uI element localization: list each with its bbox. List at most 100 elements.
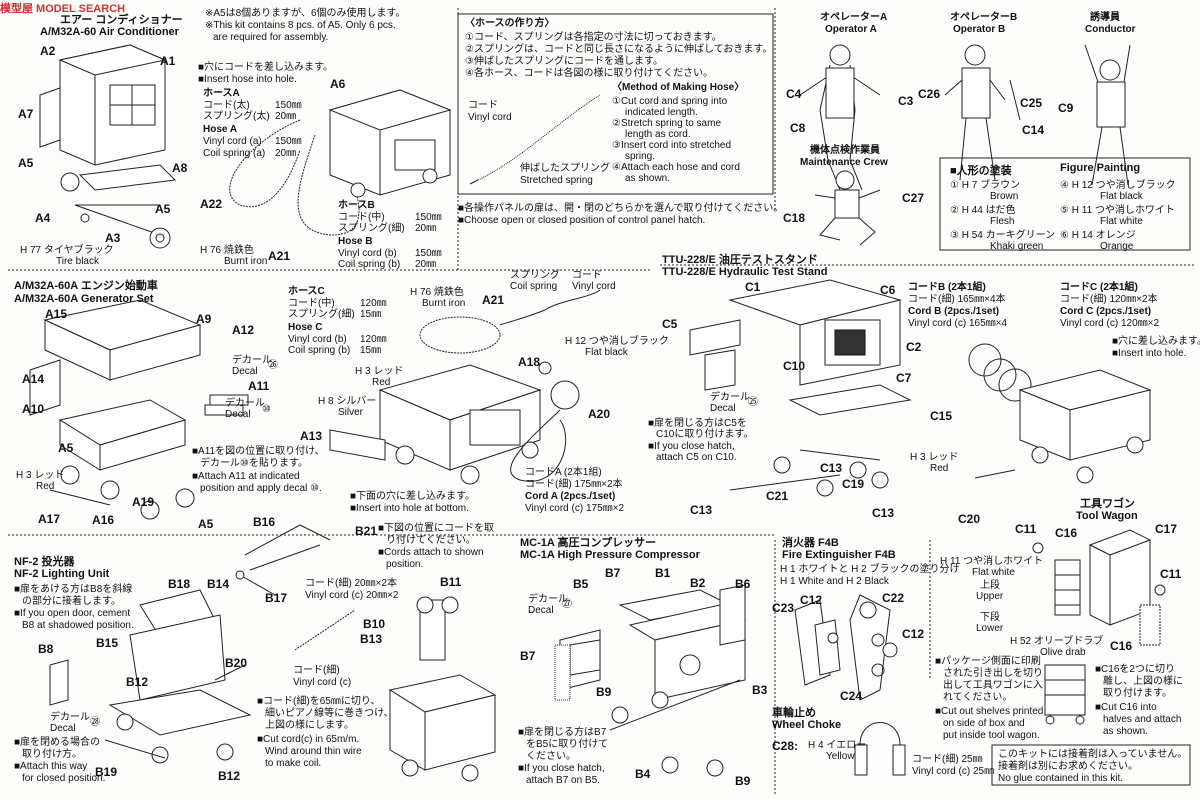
gen-cord-en: Vinyl cord [572, 281, 616, 292]
nf2-cut-jp2: 細いピアノ線等に巻きつけ、 [265, 708, 394, 719]
fire-paint: H 1 ホワイトと H 2 ブラックの塗り分け [780, 564, 960, 575]
mc1a-hatch-jp3: ください。 [526, 751, 576, 762]
part-b5: B5 [573, 577, 589, 591]
part-c15: C15 [930, 409, 953, 423]
hose-method-cord-en: Vinyl cord [468, 112, 512, 123]
wagon-lower-en: Lower [976, 623, 1004, 634]
hose-b-v2: 20㎜ [415, 223, 437, 234]
part-c13-b: C13 [690, 503, 713, 517]
operator-a-drawing [799, 44, 881, 191]
wagon-pkg-jp4: れてください。 [943, 692, 1013, 703]
hose-b-vinyl: Vinyl cord (b) [338, 248, 397, 259]
part-b3: B3 [752, 683, 768, 697]
hose-c-en: Hose C [288, 322, 323, 333]
cord-b-en2: Vinyl cord (c) 165㎜×4 [908, 318, 1008, 329]
hose-method-en-1: ①Cut cord and spring into [612, 96, 728, 107]
ttu-hatch-en2: attach C5 on C10. [656, 452, 737, 463]
gen-red-2: H 3 レッド [355, 366, 404, 377]
part-a13: A13 [300, 429, 323, 443]
conductor-en: Conductor [1085, 24, 1136, 35]
operator-a-jp: オペレーターA [820, 12, 888, 23]
decal-26: デカール [232, 355, 272, 366]
aircon-title: A/M32A-60 Air Conditioner [40, 26, 179, 38]
gen-spring-en: Coil spring [510, 281, 558, 292]
mc1a-decal: デカール [528, 594, 568, 605]
ttu-decal-en: Decal [710, 403, 736, 414]
part-c23: C23 [772, 601, 795, 615]
nf2-close-jp2: 取り付け方。 [22, 749, 82, 760]
part-c26: C26 [918, 87, 941, 101]
gen-red-en: Red [36, 481, 55, 492]
gen-bottom-jp: ■下面の穴に差し込みます。 [350, 491, 476, 502]
nf2-title-en: NF-2 Lighting Unit [14, 568, 110, 580]
header-note-jp: ※A5は8個ありますが、6個のみ使用します。 [205, 8, 406, 19]
gen-flat-en: Flat black [585, 347, 628, 358]
hose-b-v3: 150㎜ [415, 248, 442, 259]
paint-row-2-en: Flat black [1100, 191, 1143, 202]
aircon-insert-en: ■Insert hose into hole. [198, 74, 297, 85]
hose-c-v1: 120㎜ [360, 298, 387, 309]
hatch-note-en: ■Choose open or closed position of contr… [458, 215, 706, 226]
part-a10: A10 [22, 402, 45, 416]
part-a5-g1: A5 [58, 441, 74, 455]
hose-method-en-8: as shown. [625, 173, 671, 184]
nf2-decal-en: Decal [50, 723, 76, 734]
wagon-upper-jp: 上段 [980, 580, 1000, 591]
part-a9: A9 [196, 312, 212, 326]
nf2-cut-en1: ■Cut cord(c) in 65m/m. [257, 734, 360, 745]
painting-title-jp: ■人形の塗装 [950, 165, 1012, 177]
gen-red-2-en: Red [372, 377, 391, 388]
part-b15: B15 [96, 636, 119, 650]
footer-jp1: このキットには接着剤は入っていません。 [998, 749, 1188, 760]
part-c12-a: C12 [800, 593, 823, 607]
nf2-cut-en3: to make coil. [265, 758, 322, 769]
watermark: 模型屋 MODEL SEARCH [0, 3, 126, 15]
generator-drawing [29, 289, 601, 520]
maintenance-crew-drawing [814, 170, 881, 246]
hose-method-en-7: ④Attach each hose and cord [612, 162, 740, 173]
hose-method-en-4: length as cord. [625, 129, 691, 140]
wagon-pkg-en2: on side of box and [943, 718, 1025, 729]
decal-26-en: Decal [232, 366, 258, 377]
nf2-cordc-jp: コード(細) 20㎜×2本 [305, 578, 397, 589]
nf2-drawing [49, 524, 497, 782]
a11-jp1: ■A11を図の位置に取り付け、 [192, 446, 325, 457]
gen-burnt: H 76 焼鉄色 [410, 287, 464, 298]
hose-b-coil: Coil spring (b) [338, 259, 401, 270]
hose-a-v4: 20㎜ [275, 148, 297, 159]
part-b13: B13 [360, 632, 383, 646]
nf2-close-en2: for closed position. [22, 773, 106, 784]
gen-bottom-en: ■Insert into hole at bottom. [350, 503, 469, 514]
maintenance-en: Maintenance Crew [800, 157, 888, 168]
nf2-cut-jp3: 上図の様にします。 [265, 720, 354, 731]
part-b9-a: B9 [596, 685, 612, 699]
mc1a-decal-num: ㉗ [562, 599, 572, 610]
part-b11: B11 [440, 575, 462, 589]
part-c27: C27 [902, 191, 925, 205]
hose-c-v2: 15㎜ [360, 309, 382, 320]
part-c11-a: C11 [1015, 522, 1037, 536]
part-a12: A12 [232, 323, 255, 337]
hose-method-spring: 伸ばしたスプリング [520, 163, 610, 174]
aircon-tire: H 77 タイヤブラック [20, 245, 114, 256]
hose-a-en: Hose A [203, 124, 238, 135]
part-a5b: A5 [155, 202, 171, 216]
hose-b-jp: ホースB [338, 200, 375, 211]
hose-a-spring: スプリング(太) [203, 111, 270, 122]
header-note-en1: ※This kit contains 8 pcs. of A5. Only 6 … [205, 20, 396, 31]
hose-method-jp-4: ④各ホース、コードは各図の様に取り付けてください。 [465, 68, 714, 79]
part-c13-a: C13 [820, 461, 843, 475]
a11-jp2: デカール⑩を貼ります。 [200, 458, 308, 469]
paint-row-2: ④ H 12 つや消しブラック [1060, 180, 1176, 191]
part-a5-g2: A5 [198, 517, 214, 531]
wagon-olive: H 52 オリーブドラブ [1010, 636, 1104, 647]
part-c21: C21 [766, 489, 789, 503]
part-c25: C25 [1020, 96, 1043, 110]
paint-row-6: ⑥ H 14 オレンジ [1060, 230, 1136, 241]
nf2-cut-en2: Wind around thin wire [265, 746, 362, 757]
paint-row-6-en: Orange [1100, 241, 1134, 252]
paint-row-5: ③ H 54 カーキグリーン [950, 230, 1056, 241]
paint-row-1: ① H 7 ブラウン [950, 180, 1021, 191]
